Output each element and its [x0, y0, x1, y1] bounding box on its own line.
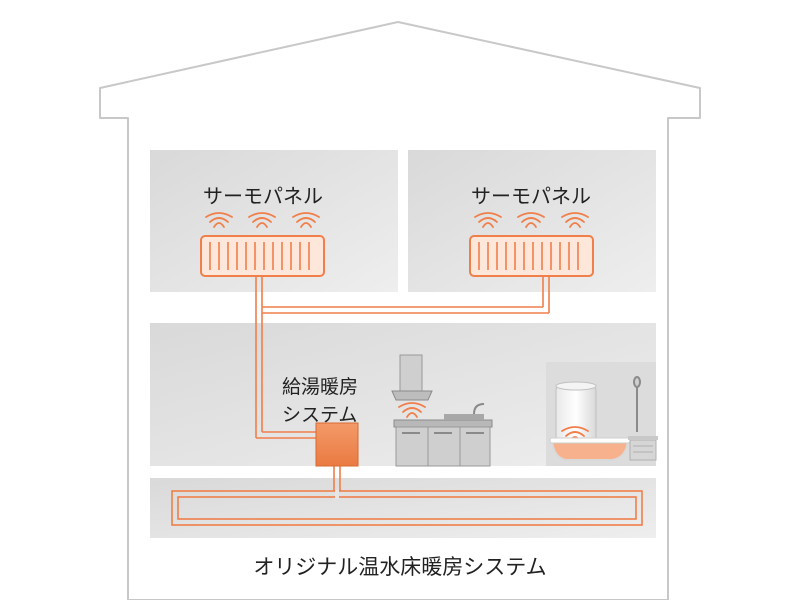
floor-layer	[150, 478, 656, 538]
heat-wave-icon	[561, 212, 589, 228]
kitchen-area	[391, 354, 493, 467]
heat-wave-icon	[205, 212, 233, 228]
bathtub-icon	[549, 436, 658, 461]
right-panel-label: サーモパネル	[471, 184, 591, 208]
hot-water-pipes	[171, 275, 643, 526]
heat-wave-icon	[517, 212, 545, 228]
floor-loop-gap	[335, 490, 339, 499]
bathroom-area	[549, 376, 658, 461]
heat-wave-icon	[398, 402, 426, 418]
kitchen-counter-icon	[393, 403, 493, 467]
boiler-unit: 給湯暖房 システム	[282, 376, 359, 467]
right-thermo-panel: サーモパネル	[469, 184, 594, 277]
radiator-panel-icon	[469, 235, 594, 277]
left-thermo-panel: サーモパネル	[200, 184, 325, 277]
heat-wave-icon	[292, 212, 320, 228]
radiator-panel-icon	[200, 235, 325, 277]
system-caption: オリジナル温水床暖房システム	[253, 555, 546, 579]
boiler-label-line1: 給湯暖房	[282, 376, 358, 398]
heat-wave-icon	[248, 212, 276, 228]
range-hood-icon	[391, 354, 433, 401]
water-tank	[555, 385, 597, 443]
shower-icon	[633, 376, 641, 432]
boiler-label-line2: システム	[282, 404, 357, 426]
heat-wave-icon	[474, 212, 502, 228]
left-panel-label: サーモパネル	[203, 184, 323, 208]
boiler-unit-icon	[315, 422, 359, 467]
